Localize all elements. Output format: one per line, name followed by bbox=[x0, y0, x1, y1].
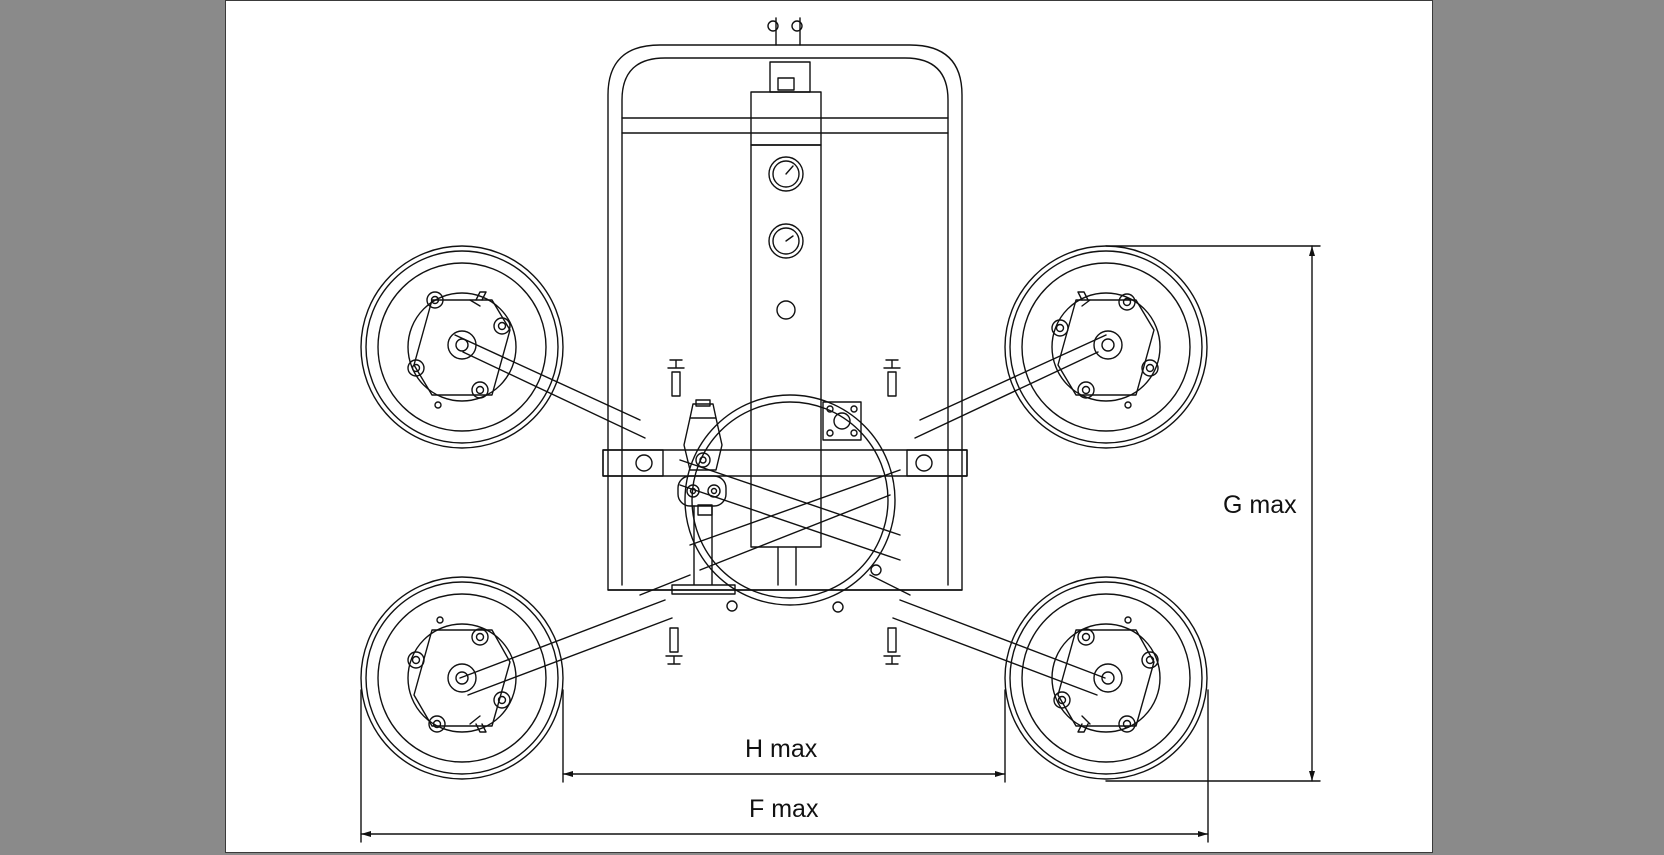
rotary-ring bbox=[679, 394, 901, 613]
valve-block bbox=[822, 401, 862, 441]
g-max-label: G max bbox=[1223, 491, 1297, 519]
hand-valve bbox=[671, 399, 736, 595]
control-column bbox=[750, 17, 822, 586]
drawing-sheet bbox=[225, 0, 1433, 853]
f-max-label: F max bbox=[749, 795, 819, 823]
lifter-frame bbox=[607, 44, 963, 591]
cross-bar bbox=[602, 449, 968, 477]
suction-pad-bottom-left bbox=[360, 576, 564, 780]
dimension-f-max bbox=[360, 689, 1209, 843]
suction-pad-top-right bbox=[1004, 245, 1208, 449]
suction-pad-bottom-right bbox=[1004, 576, 1208, 780]
h-max-label: H max bbox=[745, 735, 818, 763]
pneumatic-cylinders bbox=[665, 359, 901, 665]
dimension-g-max bbox=[1105, 245, 1321, 782]
suction-arms bbox=[454, 334, 1107, 696]
dimension-h-max bbox=[562, 689, 1006, 783]
suction-pad-top-left bbox=[360, 245, 564, 449]
